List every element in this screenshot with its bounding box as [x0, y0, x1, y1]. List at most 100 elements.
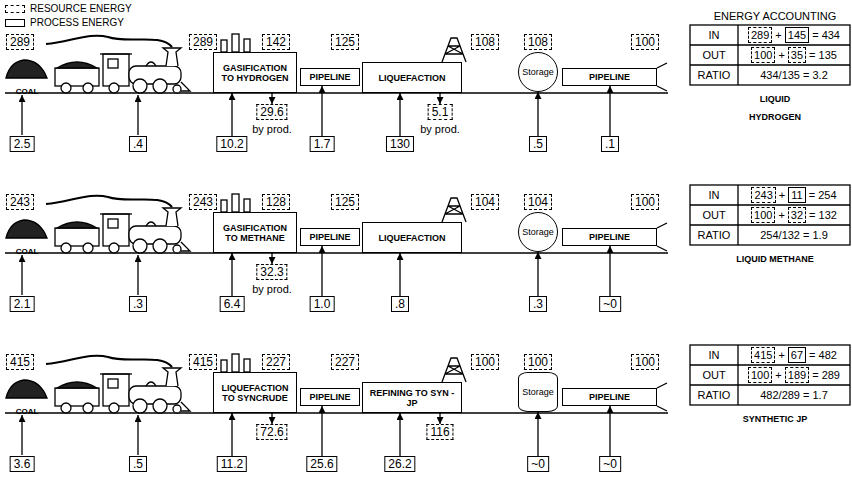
- table-value: 32: [788, 207, 806, 223]
- process-box: Storage: [518, 212, 558, 252]
- table-value-cell: 415+67= 482: [738, 345, 850, 365]
- process-energy-box: 1.7: [310, 136, 335, 152]
- node-text: .5: [533, 137, 543, 151]
- resource-energy-box: 415: [6, 354, 34, 370]
- node-text: LIQUEFACTION: [379, 233, 446, 243]
- node-text: .8: [395, 297, 405, 311]
- node-text: 243: [10, 195, 30, 209]
- node-text: 104: [475, 195, 495, 209]
- node-text: 142: [266, 35, 286, 49]
- flow-arrow: [537, 92, 538, 136]
- table-row-head: OUT: [702, 208, 725, 222]
- node-text: 2.1: [14, 297, 31, 311]
- resource-energy-box: 243: [6, 194, 34, 210]
- byproduct-label-slot: by prod.: [410, 119, 470, 137]
- table-head-cell: IN: [690, 345, 738, 365]
- process-energy-box: .5: [129, 456, 147, 472]
- process-box: PIPELINE: [562, 68, 657, 86]
- node-text: .1: [605, 137, 615, 151]
- table-head-cell: RATIO: [690, 385, 738, 405]
- node-text: 108: [528, 35, 548, 49]
- table-head-cell: IN: [690, 185, 738, 205]
- node-text: ~0: [603, 297, 617, 311]
- process-energy-box: 130: [386, 136, 414, 152]
- table-head-cell: RATIO: [690, 225, 738, 245]
- process-box: PIPELINE: [300, 228, 360, 246]
- table-value-cell: 100+35= 135: [738, 45, 850, 65]
- byproduct-box: 116: [426, 424, 453, 440]
- process-energy-box: 2.1: [10, 296, 35, 312]
- table-head-cell: RATIO: [690, 65, 738, 85]
- node-text: PIPELINE: [589, 392, 630, 402]
- legend-sample: [5, 19, 25, 27]
- node-text: PIPELINE: [309, 72, 350, 82]
- flow-arrow: [321, 406, 322, 456]
- node-text: .4: [133, 137, 143, 151]
- node-text: 100: [475, 355, 495, 369]
- node-text: 415: [10, 355, 30, 369]
- node-text: Storage: [522, 67, 554, 77]
- table-value: 35: [788, 47, 806, 63]
- process-box: Storage: [518, 52, 558, 92]
- table-value: 145: [785, 27, 809, 43]
- table-row-head: IN: [709, 188, 720, 202]
- node-text: 100: [528, 355, 548, 369]
- resource-energy-box: 108: [524, 34, 552, 50]
- resource-energy-box: 100: [524, 354, 552, 370]
- resource-energy-box: 100: [631, 194, 659, 210]
- process-box: PIPELINE: [562, 228, 657, 246]
- node-text: PIPELINE: [309, 392, 350, 402]
- table-value: = 135: [809, 48, 837, 62]
- flow-arrow: [231, 413, 232, 456]
- coal-label-slot: COAL: [4, 240, 50, 259]
- table-value-cell: 100+32= 132: [738, 205, 850, 225]
- table-value: 434/135: [760, 68, 800, 82]
- node-text: REFINING TO SYN - JP: [365, 388, 459, 408]
- table-value: 254/132: [760, 228, 800, 242]
- resource-energy-box: 227: [262, 354, 290, 370]
- table-value-cell: 243+11= 254: [738, 185, 850, 205]
- flow-arrow: [439, 413, 440, 424]
- table-value-cell: 254/132= 1.9: [738, 225, 850, 245]
- flow-arrow: [321, 246, 322, 296]
- node-text: 130: [390, 137, 410, 151]
- flow-arrow: [537, 412, 538, 456]
- resource-energy-box: 243: [189, 194, 217, 210]
- node-text: 5.1: [432, 105, 449, 119]
- legend-entry: RESOURCE ENERGY: [5, 3, 132, 15]
- resource-energy-box: 108: [471, 34, 499, 50]
- process-energy-box: 26.2: [384, 456, 415, 472]
- node-text: ~0: [531, 457, 545, 471]
- node-text: Storage: [522, 227, 554, 237]
- table-value: +: [778, 208, 784, 222]
- process-box: GASIFICATION TO METHANE: [213, 212, 297, 253]
- node-text: 243: [193, 195, 213, 209]
- process-box: REFINING TO SYN - JP: [362, 382, 462, 413]
- node-text: 32.3: [260, 265, 283, 279]
- process-energy-box: 11.2: [217, 456, 247, 472]
- byproduct-box: 5.1: [428, 104, 453, 120]
- table-head-cell: OUT: [690, 205, 738, 225]
- node-text: 3.6: [14, 457, 31, 471]
- legend-sample: [5, 5, 25, 13]
- flow-arrow: [609, 406, 610, 456]
- node-text: 72.6: [260, 425, 283, 439]
- process-energy-box: ~0: [599, 456, 621, 472]
- flow-arrow: [609, 86, 610, 136]
- node-text: .5: [133, 457, 143, 471]
- process-energy-box: .1: [601, 136, 619, 152]
- node-text: 125: [335, 195, 355, 209]
- node-text: PIPELINE: [309, 232, 350, 242]
- material-label: COAL: [16, 87, 39, 96]
- caption-slot: LIQUID METHANE: [735, 248, 815, 266]
- table-row-head: OUT: [702, 368, 725, 382]
- node-text: 1.0: [314, 297, 331, 311]
- node-text: 116: [430, 425, 449, 439]
- process-energy-box: 10.2: [216, 136, 247, 152]
- table-value-cell: 434/135= 3.2: [738, 65, 850, 85]
- node-text: 11.2: [221, 457, 243, 471]
- flow-arrow: [231, 93, 232, 136]
- process-energy-box: 6.4: [220, 296, 245, 312]
- table-row-head: RATIO: [698, 388, 731, 402]
- table-value: +: [779, 188, 785, 202]
